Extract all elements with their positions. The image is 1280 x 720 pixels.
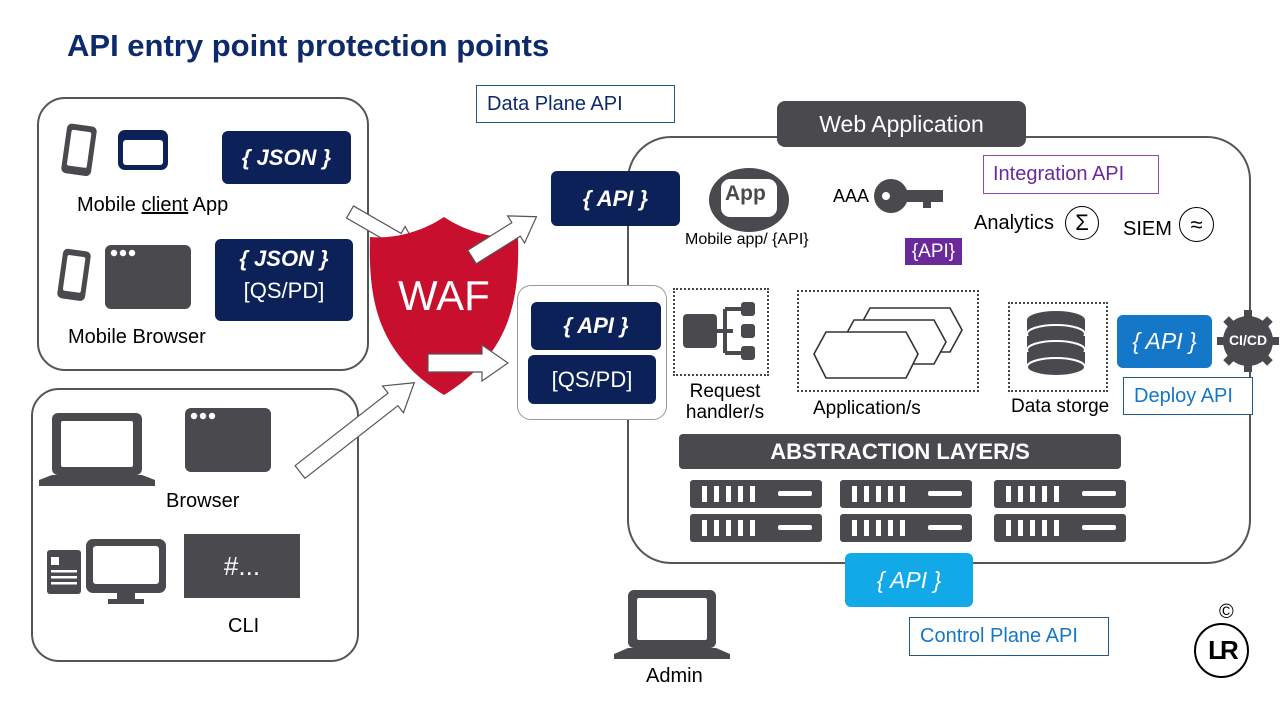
copyright-symbol: © [1219,601,1234,623]
app-icon-text: App [725,182,766,205]
analytics-sigma-icon: Σ [1065,206,1099,240]
desktop-computer-icon [47,539,166,604]
server-unit-icon [690,480,822,508]
server-unit-icon [840,480,972,508]
app-icon [709,168,789,232]
mobile-browser-label: Mobile Browser [68,326,206,348]
admin-laptop-icon [614,590,730,659]
cli-prompt-text: #... [223,550,261,581]
server-unit-icon [994,514,1126,542]
gateway-qs-badge: [QS/PD] [528,355,656,404]
mobile-app-json-badge: { JSON } [222,131,351,184]
siem-approx-icon: ≈ [1179,207,1214,242]
arrow-waf-to-dataplane-api [466,215,538,265]
integration-api-badge[interactable]: {API} [905,238,962,265]
server-unit-icon [994,480,1126,508]
laptop-icon [39,413,155,486]
mobile-app-label: Mobile client App [77,194,229,216]
integration-api-label: Integration API [983,155,1159,194]
json-text: { JSON } [239,246,329,271]
qs-text: [QS/PD] [243,278,325,303]
cicd-gear-icon [1217,310,1279,372]
waf-shield-icon [369,217,519,395]
browser-label: Browser [166,490,240,512]
arrow-browser-to-waf [294,382,416,480]
request-handler-line-2: handler/s [685,402,765,423]
applications-box [797,290,979,392]
analytics-label: Analytics [974,212,1055,234]
deploy-api-label: Deploy API [1123,377,1253,415]
web-application-title: Web Application [777,101,1026,147]
waf-output-arrows [427,215,538,383]
request-handler-line-1: Request [689,381,761,402]
lr-logo: LR [1194,623,1249,678]
aaa-label: AAA [833,186,870,206]
applications-icon [813,307,963,379]
control-plane-api-badge[interactable]: { API } [845,553,973,607]
mobile-app-api-label: Mobile app/ {API} [685,231,809,248]
data-plane-api-badge[interactable]: { API } [551,171,680,226]
cicd-label: CI/CD [1228,332,1268,348]
data-plane-api-label: Data Plane API [476,85,675,123]
browser-window-icon [185,408,271,472]
mobile-phone-icon [61,123,97,177]
cli-label: CLI [228,615,260,637]
gateway-api-badge[interactable]: { API } [531,302,661,350]
request-handler-label: Request handler/s [670,381,780,423]
browser-window-icon [105,245,191,309]
key-icon [874,179,943,213]
server-unit-icon [690,514,822,542]
data-storage-box [1008,302,1108,392]
control-plane-api-label: Control Plane API [909,617,1109,656]
cli-terminal-icon: #... [184,534,300,598]
server-unit-icon [840,514,972,542]
mobile-browser-json-badge: { JSON } [QS/PD] [215,239,353,321]
database-icon [1026,311,1086,377]
approx-symbol: ≈ [1190,211,1203,237]
abstraction-layer-bar: ABSTRACTION LAYER/S [679,434,1121,469]
app-window-icon [118,130,168,170]
page-title: API entry point protection points [67,28,550,63]
applications-label: Application/s [813,398,921,419]
admin-label: Admin [646,665,703,687]
lr-logo-text: LR [1208,635,1239,665]
data-storage-label: Data storge [1011,396,1110,417]
request-handler-box [673,288,769,376]
waf-label: WAF [398,272,490,319]
deploy-api-badge[interactable]: { API } [1117,315,1212,368]
siem-label: SIEM [1123,218,1172,240]
sigma-symbol: Σ [1075,210,1089,235]
arrow-waf-to-api-gateway [427,343,510,383]
mobile-phone-icon [57,248,91,301]
request-handler-icon [683,302,755,360]
